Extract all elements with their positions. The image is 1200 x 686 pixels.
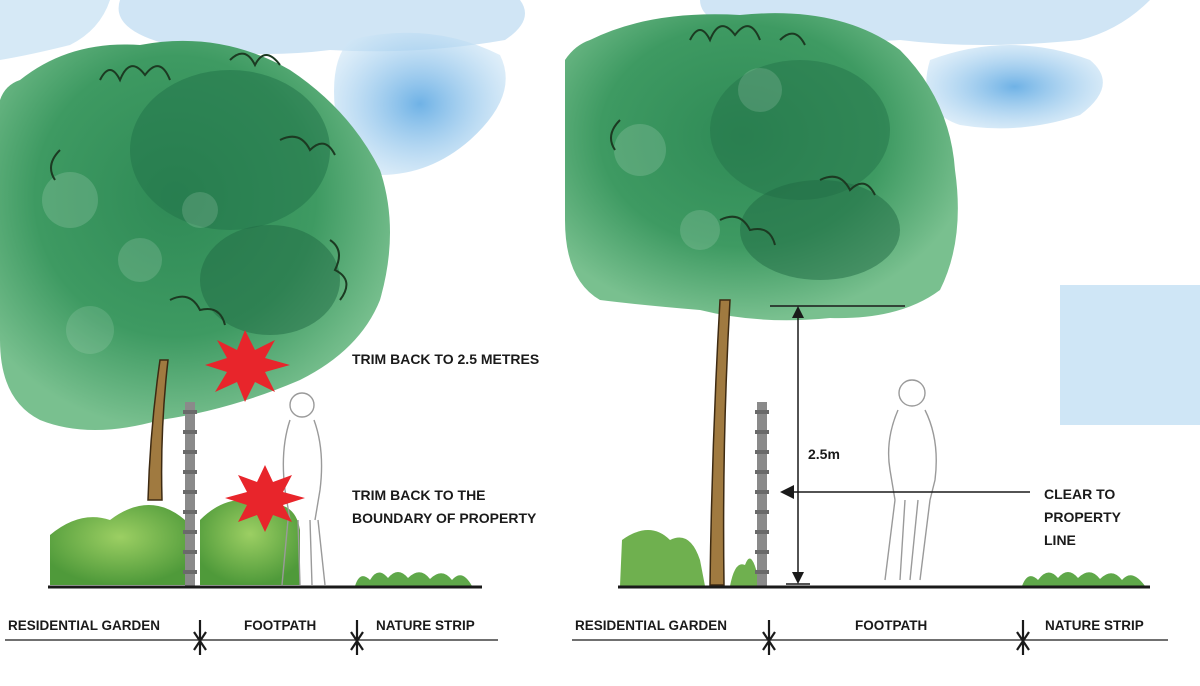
- tree-trunk: [147, 359, 169, 501]
- tree-canopy: [565, 13, 958, 321]
- sky-block: [1060, 285, 1200, 425]
- zone-footpath-label: FOOTPATH: [244, 618, 316, 633]
- boundary-fence: [183, 402, 197, 588]
- zone-row-after: RESIDENTIAL GARDEN FOOTPATH NATURE STRIP: [572, 618, 1168, 655]
- pedestrian-outline: [281, 392, 326, 586]
- tree-trunk: [709, 299, 731, 586]
- sky-wash: [0, 0, 526, 176]
- nature-strip-grass: [1022, 572, 1145, 586]
- clear-label-3: LINE: [1044, 532, 1076, 548]
- panel-after: 2.5m CLEAR TO PROPERTY LINE RESIDENTIAL …: [565, 0, 1200, 655]
- pedestrian-outline: [884, 379, 937, 581]
- trim-boundary-label-1: TRIM BACK TO THE: [352, 487, 486, 503]
- trim-burst-hedge: [225, 465, 305, 532]
- clearance-dimension: [770, 305, 905, 585]
- boundary-marker: [193, 620, 207, 655]
- boundary-marker: [350, 620, 364, 655]
- tree-canopy: [0, 40, 390, 431]
- zone-nature-label: NATURE STRIP: [376, 618, 475, 633]
- zone-residential-label: RESIDENTIAL GARDEN: [575, 618, 727, 633]
- boundary-marker: [762, 620, 776, 655]
- nature-strip-grass: [355, 572, 472, 586]
- boundary-fence: [755, 402, 769, 588]
- zone-row-before: RESIDENTIAL GARDEN FOOTPATH NATURE STRIP: [5, 618, 498, 655]
- zone-nature-label: NATURE STRIP: [1045, 618, 1144, 633]
- garden-hedge: [50, 500, 300, 585]
- boundary-marker: [1016, 620, 1030, 655]
- clear-label-1: CLEAR TO: [1044, 486, 1115, 502]
- clearance-label: 2.5m: [808, 446, 840, 462]
- zone-residential-label: RESIDENTIAL GARDEN: [8, 618, 160, 633]
- garden-shrubs: [620, 530, 760, 586]
- trim-boundary-label-2: BOUNDARY OF PROPERTY: [352, 510, 537, 526]
- clear-label-2: PROPERTY: [1044, 509, 1122, 525]
- trim-height-label: TRIM BACK TO 2.5 METRES: [352, 351, 539, 367]
- zone-footpath-label: FOOTPATH: [855, 618, 927, 633]
- clear-arrow: [780, 485, 1030, 499]
- panel-before: TRIM BACK TO 2.5 METRES TRIM BACK TO THE…: [0, 0, 539, 655]
- trim-burst-canopy: [205, 330, 290, 402]
